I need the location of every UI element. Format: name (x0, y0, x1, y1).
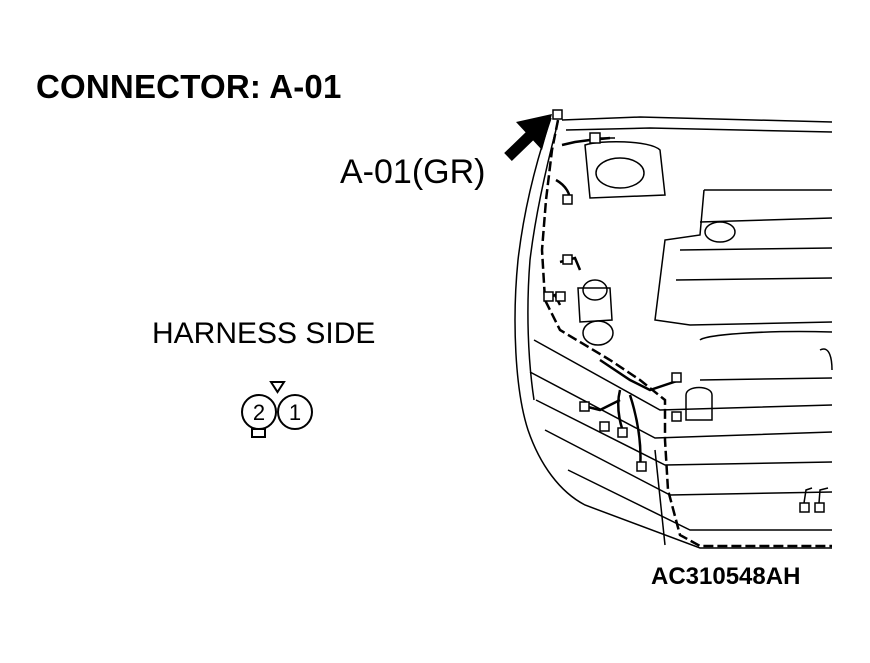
engine-bay (577, 140, 833, 421)
wiring-harness (540, 119, 832, 548)
pin-1-number: 1 (289, 400, 301, 425)
connector-tab (251, 428, 266, 438)
lock-indicator-icon (269, 381, 286, 394)
reservoir-cap (595, 157, 645, 189)
vehicle-body (514, 116, 833, 549)
oil-filler-cap (704, 221, 736, 243)
connector-a01-location (552, 109, 563, 120)
pin-2-number: 2 (253, 400, 265, 425)
connector-face (241, 381, 313, 438)
pin-1-circle (277, 394, 313, 430)
connector-callout-label: A-01(GR) (340, 153, 486, 191)
harness-connector-leads (600, 137, 829, 504)
figure-code: AC310548AH (651, 563, 801, 590)
page-title: CONNECTOR: A-01 (36, 68, 342, 105)
harness-side-label: HARNESS SIDE (152, 317, 376, 350)
